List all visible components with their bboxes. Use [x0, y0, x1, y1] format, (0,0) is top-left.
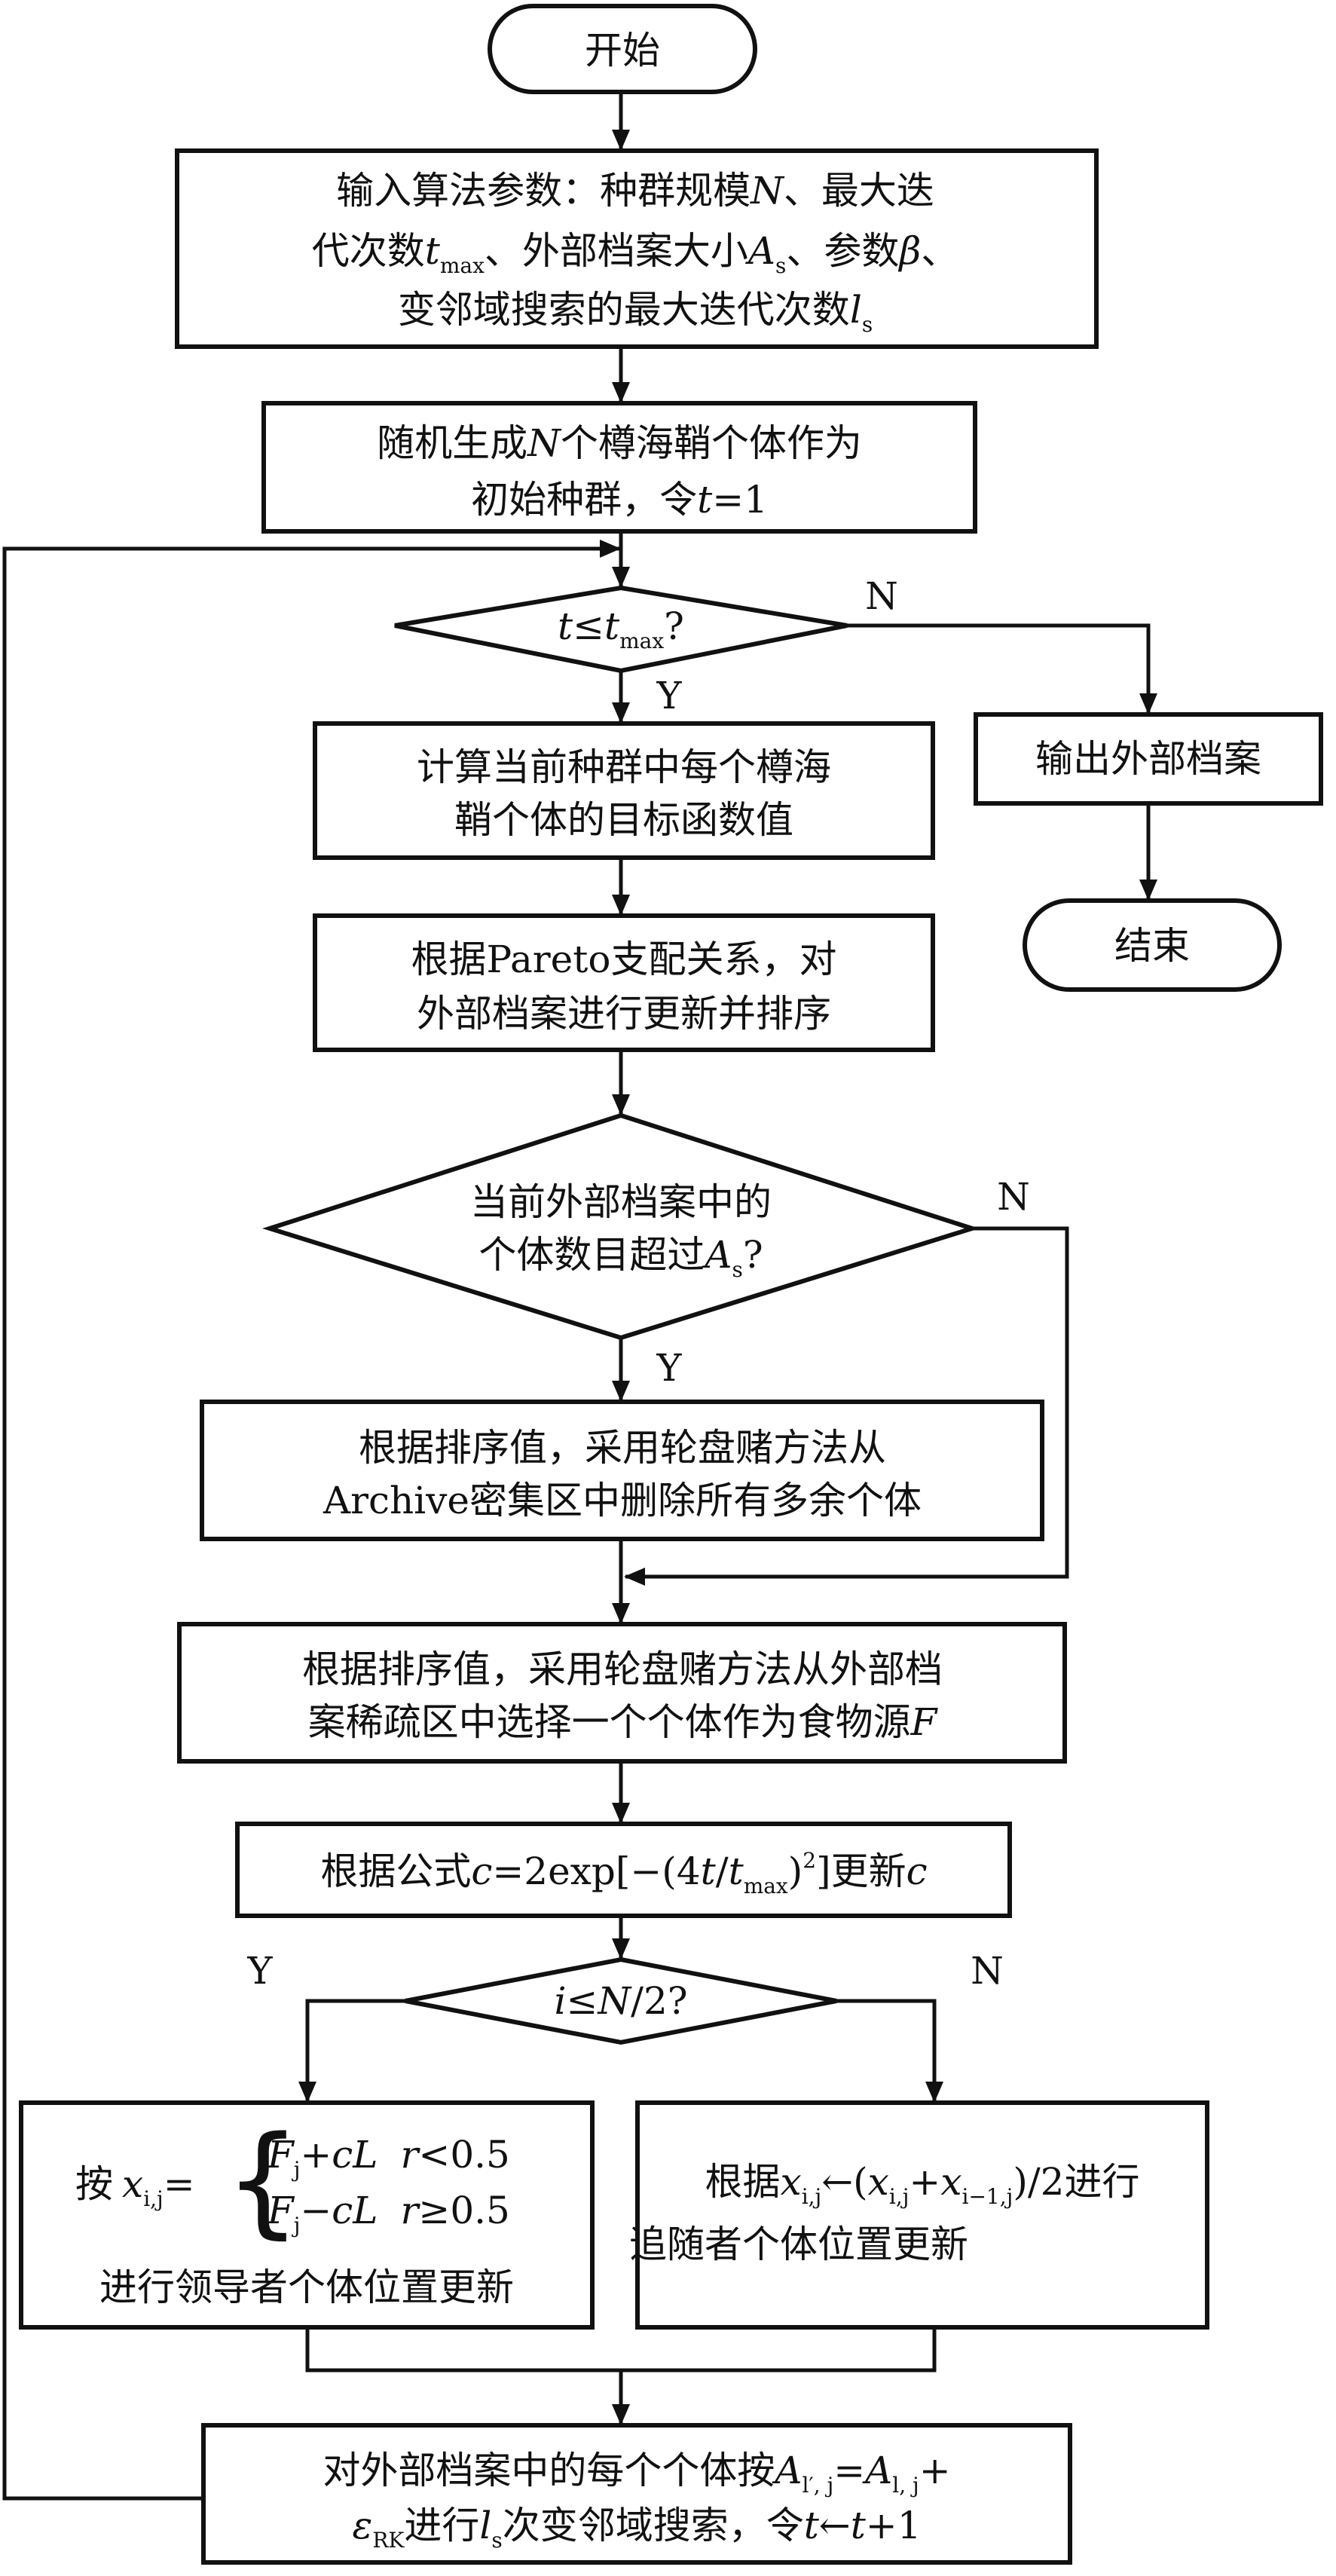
- select-line1: 根据排序值，采用轮盘赌方法从外部档: [302, 1647, 943, 1691]
- params-line2: 代次数tmax、外部档案大小As、参数β、: [312, 229, 959, 278]
- edge-loop-output: [847, 623, 1157, 714]
- compute-box: [313, 721, 935, 860]
- follower-line1: 根据xi,j←(xi,j+xi−1,j)/2进行: [705, 2160, 1140, 2209]
- edge-half-leader: [298, 1999, 405, 2103]
- end-node: [1023, 898, 1282, 992]
- half-check-diamond: [405, 1956, 837, 2045]
- output-label: 输出外部档案: [1035, 737, 1261, 781]
- update-archive-line1: 根据Pareto支配关系，对: [411, 938, 837, 981]
- leader-brace: {: [225, 2109, 301, 2250]
- overflow-check-diamond: [262, 1112, 980, 1341]
- half-no-label: N: [971, 1949, 1004, 1993]
- follower-line2: 追随者个体位置更新: [629, 2223, 968, 2266]
- overflow-line2: 个体数目超过As?: [478, 1233, 763, 1282]
- update-archive-box: [313, 913, 935, 1052]
- half-check-label: i≤N/2?: [554, 1979, 687, 2023]
- leader-line2: 进行领导者个体位置更新: [99, 2265, 514, 2309]
- params-line1: 输入算法参数：种群规模N、最大迭: [336, 169, 934, 213]
- params-line3: 变邻域搜索的最大迭代次数ls: [398, 288, 873, 337]
- edge-half-follower: [836, 1999, 943, 2103]
- edge-overflow-bypass: [624, 1226, 1069, 1586]
- vns-box: [201, 2423, 1072, 2565]
- end-label: 结束: [1114, 924, 1190, 968]
- edge-loop-back: [2, 540, 621, 2501]
- start-label: 开始: [585, 29, 660, 72]
- overflow-line1: 当前外部档案中的: [470, 1180, 772, 1224]
- follower-box: [635, 2100, 1209, 2330]
- loop-yes-label: Y: [656, 674, 682, 717]
- update-archive-line2: 外部档案进行更新并排序: [417, 992, 831, 1036]
- params-box: [175, 148, 1099, 349]
- init-line1: 随机生成N个樽海鞘个体作为: [377, 421, 862, 465]
- delete-line1: 根据排序值，采用轮盘赌方法从: [359, 1426, 886, 1470]
- edge-merge: [305, 2327, 937, 2373]
- compute-line1: 计算当前种群中每个樽海: [417, 745, 831, 789]
- select-line2: 案稀疏区中选择一个个体作为食物源F: [308, 1700, 939, 1744]
- overflow-no-label: N: [997, 1175, 1030, 1219]
- compute-line2: 鞘个体的目标函数值: [454, 798, 793, 842]
- vns-line2: εRK进行ls次变邻域搜索，令t←t+1: [352, 2504, 921, 2553]
- delete-line2: Archive密集区中删除所有多余个体: [323, 1479, 922, 1522]
- overflow-yes-label: Y: [656, 1346, 682, 1390]
- update-c-box: [235, 1822, 1012, 1918]
- half-yes-label: Y: [246, 1949, 273, 1993]
- init-line2: 初始种群，令t=1: [471, 478, 768, 522]
- vns-line1: 对外部档案中的每个个体按Al′, j=Al, j+: [323, 2449, 950, 2498]
- update-c-label: 根据公式c=2exp[−(4t/tmax)2]更新c: [320, 1848, 927, 1898]
- loop-no-label: N: [865, 574, 898, 618]
- loop-check-label: t≤tmax?: [558, 604, 684, 653]
